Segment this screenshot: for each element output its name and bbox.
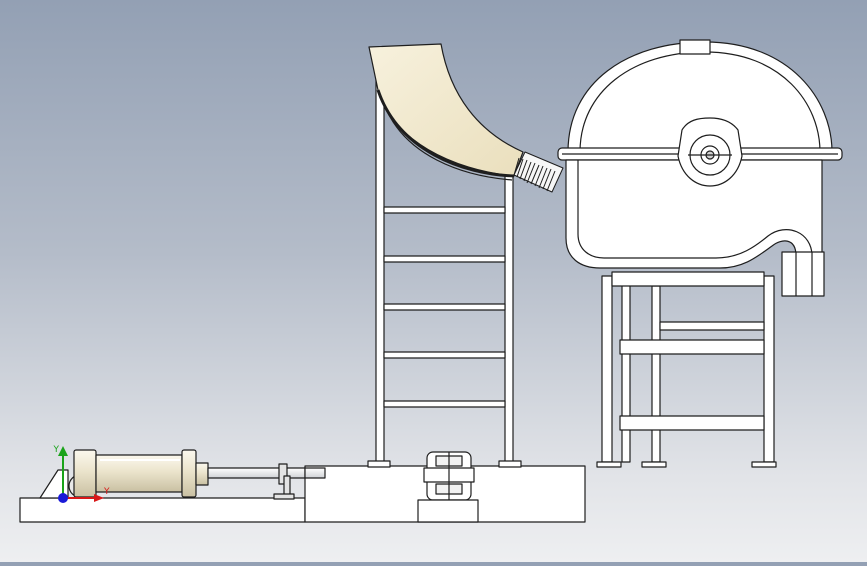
flexible-hose[interactable] <box>513 151 564 193</box>
outlet-spout[interactable] <box>781 251 825 297</box>
curved-chute[interactable] <box>368 43 524 181</box>
piston-rod[interactable] <box>207 463 306 500</box>
pneumatic-cylinder[interactable] <box>73 449 209 498</box>
drum-lower-body[interactable] <box>565 159 823 277</box>
coordinate-triad: Y Y <box>53 445 110 503</box>
ladder-rungs[interactable] <box>383 206 506 408</box>
drum-shaft-hub[interactable] <box>677 117 743 187</box>
coupling-block[interactable] <box>417 451 479 523</box>
base-plate-left[interactable] <box>19 497 306 523</box>
rod-extension[interactable] <box>304 467 326 479</box>
stand-feet[interactable] <box>596 461 777 468</box>
drum-stand[interactable] <box>601 271 775 463</box>
drum-housing[interactable] <box>567 39 833 153</box>
triad-x-label: Y <box>103 487 110 497</box>
triad-y-label: Y <box>53 445 60 455</box>
